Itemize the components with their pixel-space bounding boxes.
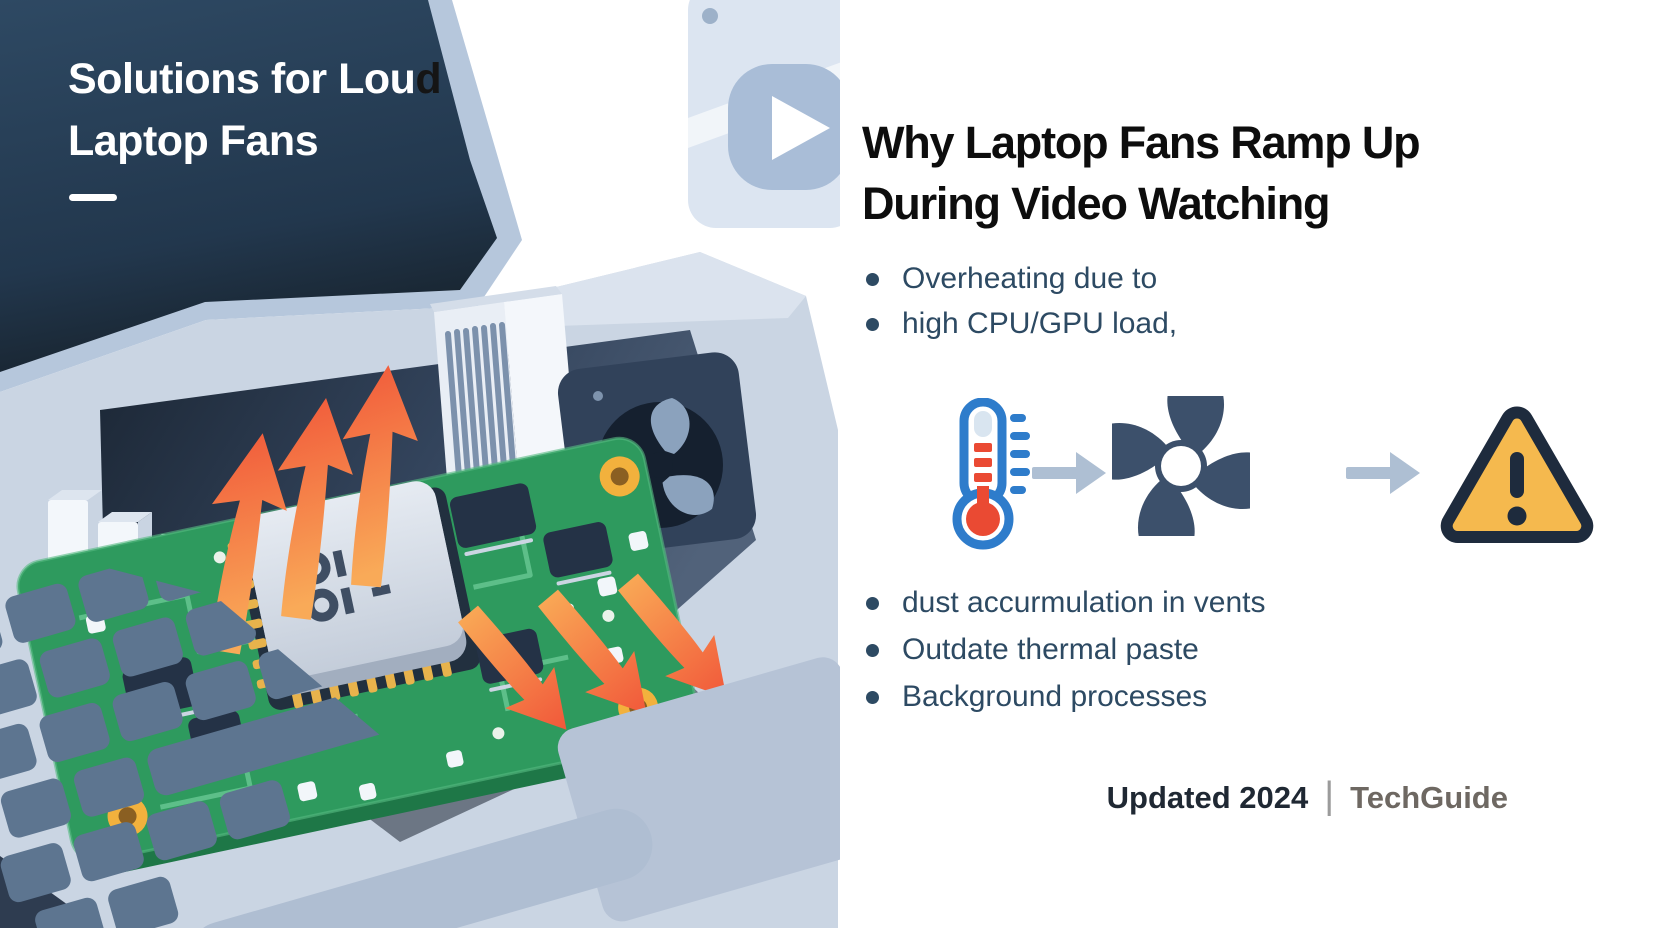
thermometer-icon	[952, 398, 1030, 550]
play-icon	[772, 96, 830, 160]
bullet-dot	[866, 596, 879, 610]
list-item: Outdate thermal paste	[866, 633, 1266, 667]
brand-label: TechGuide	[1350, 780, 1508, 815]
hero-title: Solutions for Loud Laptop Fans	[68, 48, 442, 172]
heading-line2: During Video Watching	[862, 178, 1330, 229]
page-heading: Why Laptop Fans Ramp Up During Video Wat…	[862, 112, 1421, 234]
hero-title-line2: Laptop Fans	[68, 117, 319, 165]
list-item: dust accurmulation in vents	[866, 586, 1266, 620]
hero-title-line1: Solutions for Loud	[68, 55, 442, 103]
heading-line1: Why Laptop Fans Ramp Up	[862, 117, 1421, 168]
cause-text: high CPU/GPU load,	[902, 307, 1178, 340]
cause-text: Overheating due to	[902, 262, 1158, 295]
play-card	[688, 0, 840, 228]
warning-icon	[1440, 406, 1594, 543]
bullet-dot	[866, 643, 879, 657]
footer: Updated 2024 | TechGuide	[860, 775, 1508, 817]
laptop-illustration	[0, 0, 840, 928]
cause-list-bottom: dust accurmulation in vents Outdate ther…	[866, 586, 1266, 714]
spacebar-key	[147, 685, 396, 796]
title-underline-dash	[69, 194, 117, 201]
fan-icon	[1112, 396, 1250, 536]
cause-text: Background processes	[902, 680, 1208, 713]
heat-up-arrows	[210, 365, 418, 655]
bullet-dot	[866, 690, 879, 704]
bullet-dot	[866, 317, 879, 331]
bullet-dot	[866, 272, 879, 286]
heat-down-arrows	[458, 573, 727, 730]
list-item: Background processes	[866, 680, 1266, 714]
keyboard	[0, 540, 396, 928]
right-arrow-icon	[1032, 452, 1106, 494]
laptop-screen	[0, 0, 497, 372]
cause-text: Outdate thermal paste	[902, 633, 1199, 666]
scale-ticks	[1010, 414, 1030, 494]
list-item: Overheating due to	[866, 262, 1177, 296]
updated-label: Updated 2024	[1106, 780, 1309, 815]
base-front-edge	[188, 808, 653, 928]
cause-text: dust accurmulation in vents	[902, 586, 1266, 619]
hero-title-overflow-letter: d	[415, 55, 442, 103]
list-item: high CPU/GPU load,	[866, 307, 1177, 341]
footer-separator: |	[1324, 775, 1335, 817]
cause-list-top: Overheating due to high CPU/GPU load,	[866, 262, 1177, 341]
right-arrow-icon	[1346, 452, 1420, 494]
